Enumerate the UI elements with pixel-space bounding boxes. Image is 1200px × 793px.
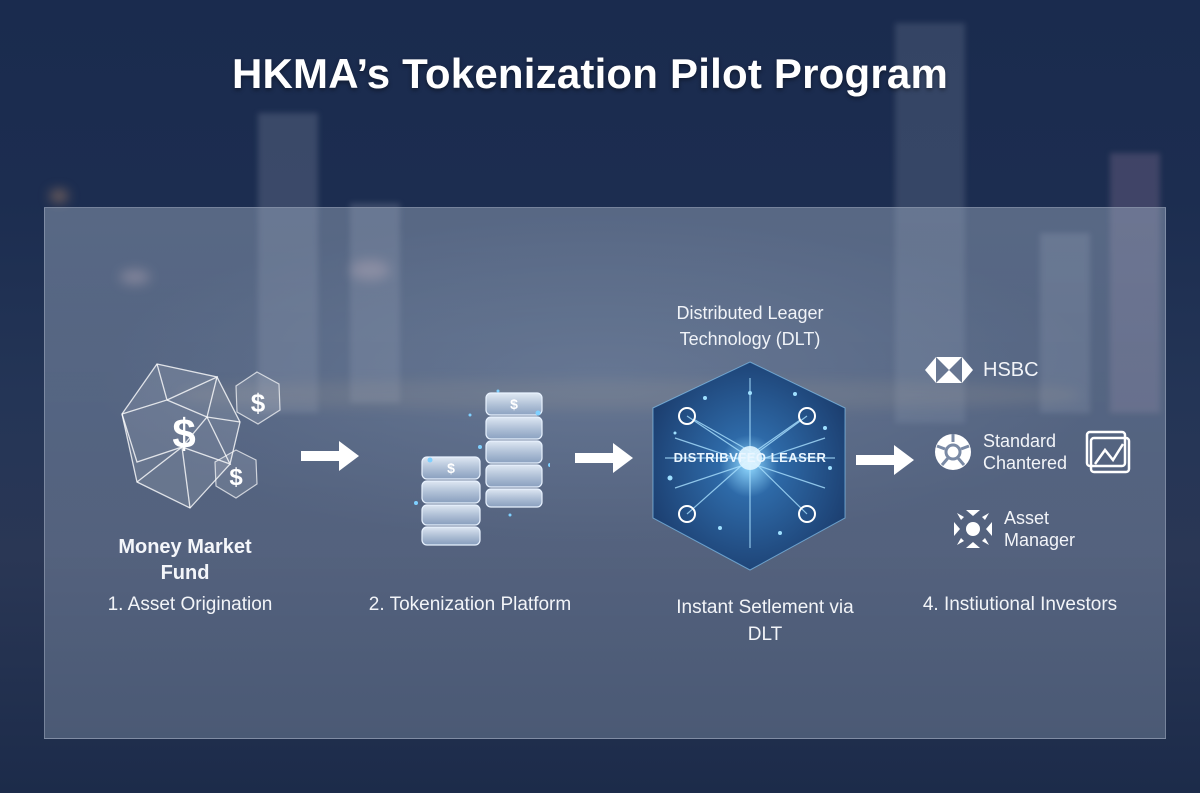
page-title: HKMA’s Tokenization Pilot Program (231, 50, 948, 97)
svg-text:$: $ (251, 388, 266, 418)
svg-text:DISTRIBVFEO LEASER: DISTRIBVFEO LEASER (674, 450, 827, 465)
chart-document-icon (1085, 430, 1131, 474)
asset-manager-icon (954, 510, 992, 548)
stage-label: 1. Asset Origination (107, 594, 273, 615)
process-flow-panel (44, 207, 1166, 739)
token-stack-icon: $ $ (414, 389, 550, 546)
investor-hsbc: HSBC (925, 357, 1039, 383)
dlt-heading: Distributed Leager Technology (DLT) (676, 303, 824, 349)
stage-instant-settlement: Instant Setlement via DLT (676, 597, 854, 645)
arrow-right-icon (301, 441, 359, 471)
svg-text:$: $ (510, 396, 518, 412)
stage-label: 2. Tokenization Platform (368, 594, 572, 615)
stage-label: 4. Instiutional Investors (922, 594, 1118, 615)
stage-asset-origination: 1. Asset Origination (80, 594, 300, 616)
dollar-polyhedron-icon: $ $ $ (121, 363, 281, 509)
stage-institutional-investors: 4. Instiutional Investors (895, 594, 1145, 616)
standard-chartered-logo-icon (935, 434, 971, 470)
svg-text:$: $ (172, 410, 195, 457)
svg-text:$: $ (447, 460, 455, 476)
arrow-right-icon (856, 445, 914, 475)
investor-asset-manager: Asset Manager (952, 507, 1075, 551)
investor-standard-chartered: Standard Chantered (933, 430, 1131, 474)
arrow-right-icon (575, 443, 633, 473)
dlt-network-icon: DISTRIBVFEO LEASER (652, 361, 846, 571)
money-market-fund-label: Money Market Fund (118, 536, 252, 584)
hsbc-logo-icon (925, 357, 973, 383)
stage-tokenization-platform: 2. Tokenization Platform (340, 594, 600, 616)
svg-text:$: $ (229, 464, 243, 491)
